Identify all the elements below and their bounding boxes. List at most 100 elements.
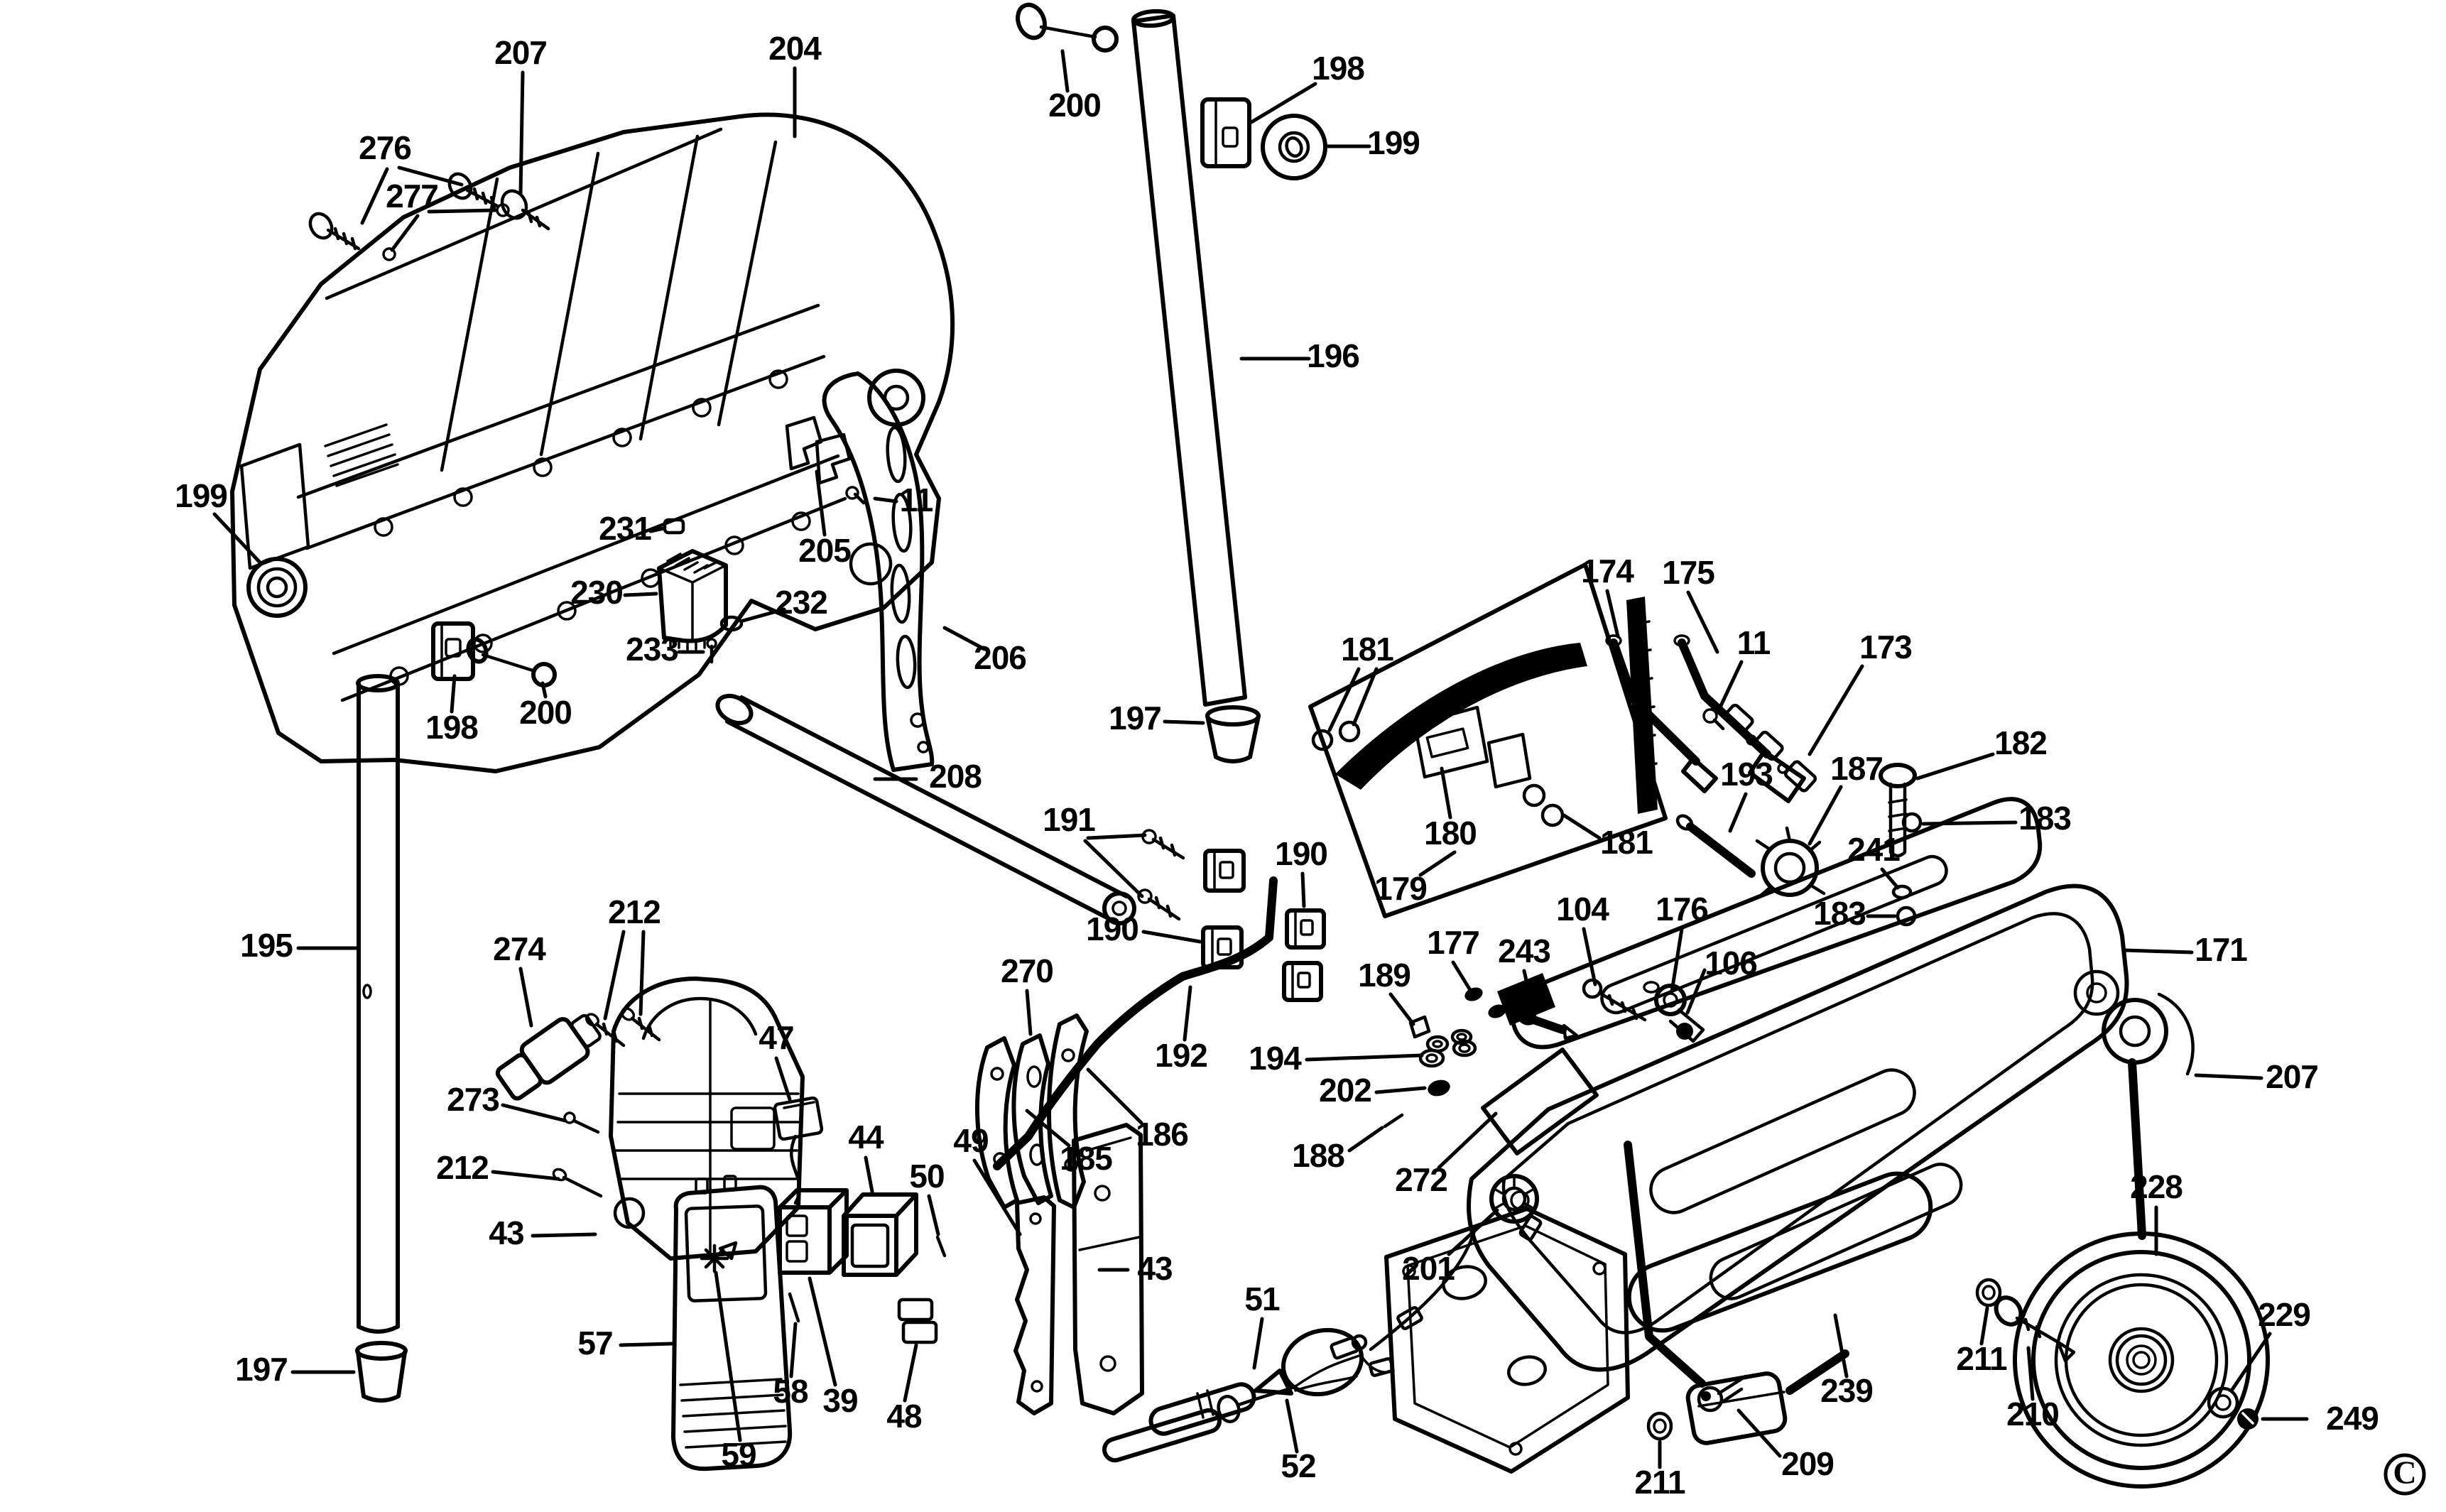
copyright-mark: C bbox=[2384, 1453, 2426, 1496]
part-label-211-lower: 211 bbox=[1634, 1464, 1685, 1501]
illustration-switch-57 bbox=[671, 1175, 793, 1472]
leader-line-181-left bbox=[1327, 667, 1361, 732]
part-label-190-right: 190 bbox=[1275, 835, 1327, 872]
part-label-232: 232 bbox=[775, 584, 827, 621]
leader-line-179 bbox=[1418, 850, 1457, 877]
leader-line-200-top bbox=[1060, 49, 1070, 93]
part-label-57: 57 bbox=[577, 1325, 612, 1361]
leader-line-48 bbox=[903, 1343, 918, 1403]
leader-line-239 bbox=[1833, 1313, 1849, 1378]
leader-line-190-left bbox=[1141, 930, 1202, 944]
illustration-clamp-187 bbox=[1675, 814, 1826, 898]
leader-line-193 bbox=[1728, 792, 1748, 833]
leader-line-199-left bbox=[212, 512, 263, 566]
part-label-211-upper: 211 bbox=[1956, 1340, 2007, 1377]
part-label-198-top: 198 bbox=[1312, 50, 1364, 87]
leader-line-212-lower bbox=[491, 1170, 560, 1181]
part-label-181-left: 181 bbox=[1341, 631, 1393, 668]
part-label-204: 204 bbox=[768, 30, 822, 67]
illustration-handle-51 bbox=[1148, 1327, 1368, 1436]
illustration-clips-190-191 bbox=[1137, 829, 1326, 1002]
part-label-273: 273 bbox=[447, 1081, 499, 1118]
part-label-43-right: 43 bbox=[1137, 1250, 1172, 1287]
illustration-pole-196 bbox=[1131, 9, 1261, 763]
part-label-230: 230 bbox=[570, 574, 623, 611]
leader-line-207-right bbox=[2194, 1073, 2263, 1080]
part-label-173: 173 bbox=[1859, 629, 1912, 665]
illustration-plate-43-right bbox=[1072, 1123, 1630, 1474]
leader-line-59 bbox=[714, 1271, 742, 1442]
illustration-solenoid-274 bbox=[495, 1007, 661, 1198]
leader-line-173 bbox=[1808, 664, 1864, 756]
leader-line-39 bbox=[808, 1276, 837, 1387]
leader-line-182 bbox=[1915, 752, 1995, 781]
leader-line-186 bbox=[1086, 1067, 1143, 1125]
part-label-48: 48 bbox=[886, 1398, 922, 1435]
part-label-188: 188 bbox=[1292, 1137, 1344, 1174]
part-label-185: 185 bbox=[1060, 1140, 1112, 1177]
leader-line-243 bbox=[1522, 969, 1535, 1011]
part-label-207-top: 207 bbox=[494, 34, 547, 71]
part-label-180: 180 bbox=[1424, 815, 1477, 852]
part-label-186: 186 bbox=[1136, 1116, 1188, 1153]
part-label-192: 192 bbox=[1155, 1037, 1207, 1074]
part-label-197-bottom: 197 bbox=[235, 1351, 288, 1388]
leader-line-189 bbox=[1388, 992, 1415, 1026]
part-label-190-left: 190 bbox=[1086, 910, 1138, 947]
part-label-207-right: 207 bbox=[2266, 1058, 2318, 1095]
part-label-43-left: 43 bbox=[489, 1214, 523, 1251]
part-label-243: 243 bbox=[1498, 932, 1550, 969]
part-label-175: 175 bbox=[1662, 554, 1714, 591]
leader-line-201 bbox=[1447, 1208, 1499, 1256]
part-label-182: 182 bbox=[1994, 724, 2047, 761]
part-label-191: 191 bbox=[1043, 801, 1095, 838]
leader-line-51 bbox=[1252, 1317, 1264, 1370]
leader-line-176 bbox=[1670, 927, 1684, 994]
leader-line-174 bbox=[1605, 589, 1620, 638]
illustration-switch-cluster bbox=[773, 1096, 1056, 1415]
leader-line-272 bbox=[1437, 1111, 1498, 1170]
leader-line-232 bbox=[741, 607, 786, 623]
copyright-letter: C bbox=[2393, 1454, 2416, 1491]
part-label-249: 249 bbox=[2326, 1400, 2379, 1437]
leader-line-198-top bbox=[1249, 82, 1317, 124]
leader-line-191 bbox=[1086, 833, 1147, 840]
leader-line-210 bbox=[2026, 1346, 2035, 1401]
part-label-179: 179 bbox=[1374, 870, 1427, 907]
leader-line-197-mid bbox=[1163, 719, 1205, 725]
part-label-194: 194 bbox=[1249, 1040, 1302, 1077]
part-label-274: 274 bbox=[493, 930, 546, 967]
part-label-59: 59 bbox=[721, 1436, 756, 1473]
part-label-206: 206 bbox=[974, 639, 1026, 676]
part-label-272: 272 bbox=[1395, 1161, 1447, 1198]
part-label-181-right: 181 bbox=[1600, 824, 1653, 861]
illustration-left-hardware bbox=[431, 621, 1136, 925]
leader-line-104 bbox=[1582, 927, 1597, 986]
leader-line-43-left bbox=[531, 1232, 597, 1238]
part-label-212-upper: 212 bbox=[608, 893, 661, 930]
part-label-187: 187 bbox=[1830, 750, 1883, 787]
part-label-58: 58 bbox=[773, 1373, 808, 1410]
part-label-239: 239 bbox=[1820, 1372, 1873, 1409]
illustration-kickstand-239 bbox=[1624, 1141, 1933, 1445]
leader-line-229 bbox=[2229, 1332, 2272, 1393]
leader-line-241 bbox=[1880, 867, 1900, 890]
leader-line-50 bbox=[927, 1194, 940, 1236]
part-label-201: 201 bbox=[1402, 1250, 1455, 1287]
illustration-screw-182 bbox=[1879, 763, 1923, 927]
part-label-51: 51 bbox=[1244, 1280, 1280, 1317]
part-label-174: 174 bbox=[1581, 553, 1634, 589]
leader-line-211-upper bbox=[1979, 1306, 1989, 1346]
illustration-panel-171 bbox=[1467, 797, 2195, 1372]
illustration-wheel-228 bbox=[1646, 1231, 2270, 1489]
leader-line-47 bbox=[774, 1056, 792, 1102]
illustration-pole-195 bbox=[355, 674, 408, 1403]
part-label-241: 241 bbox=[1847, 831, 1900, 868]
illustration-spreader-206 bbox=[822, 371, 935, 772]
leader-line-205 bbox=[815, 469, 827, 537]
leader-line-274 bbox=[518, 967, 533, 1028]
illustration-screws-276-277-207 bbox=[308, 172, 550, 261]
leader-line-277 bbox=[390, 214, 420, 252]
part-label-200-left: 200 bbox=[519, 694, 572, 731]
